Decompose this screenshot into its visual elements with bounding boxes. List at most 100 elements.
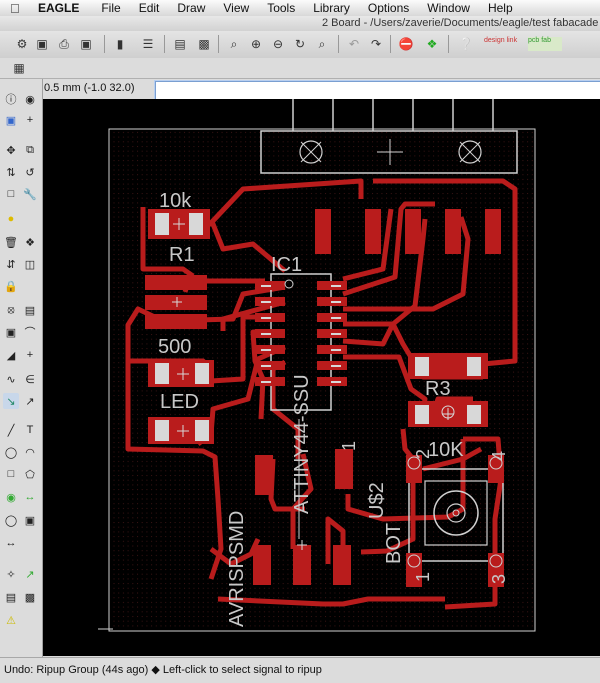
print-icon[interactable]: ⎙ [59,36,69,51]
stop-icon[interactable]: ⛔ [398,37,414,51]
menu-tools[interactable]: Tools [267,1,296,15]
ulp-icon[interactable]: ☰ [142,37,154,51]
avrisp-footprint[interactable] [253,540,351,585]
route-icon[interactable]: ▣ [5,326,17,339]
add-icon[interactable]: ❖ [25,236,35,249]
rotate-icon[interactable]: ↺ [25,166,35,179]
button-footprint[interactable] [406,455,504,587]
text-icon[interactable]: T [26,424,34,436]
r1-value-label: 10k [159,190,192,212]
r3-footprint[interactable] [408,353,488,427]
u2-name-label: U$2 [366,482,388,519]
board-canvas[interactable]: 10k R1 [43,99,600,656]
zoom-select-icon[interactable]: ⌕ [318,36,326,51]
ratsnest-icon[interactable]: ✧ [6,568,16,581]
signal-icon[interactable]: ↔ [24,491,36,503]
schematic-icon[interactable]: ▩ [198,37,210,51]
board-outline [108,128,536,632]
attribute-icon[interactable]: ▣ [24,514,36,527]
ic1-footprint[interactable] [255,273,347,411]
dimension-icon[interactable]: ↔ [5,537,17,549]
group-icon[interactable]: □ [7,188,15,200]
apple-menu-icon[interactable]:  [10,1,26,16]
wire-icon[interactable]: ╱ [7,424,15,437]
paste-icon[interactable]: ● [7,213,15,225]
ic1-value-label: ATTINY44-SSU [291,374,313,514]
info-icon[interactable]: ⓘ [5,94,17,106]
header-pads[interactable] [145,275,207,329]
slice-icon[interactable]: ◢ [6,349,16,362]
open-icon[interactable]: ⚙ [16,37,28,51]
mark-icon[interactable]: + [26,114,34,126]
split-icon[interactable]: ⦻ [7,303,15,316]
menu-help[interactable]: Help [487,1,513,15]
value-icon[interactable]: ∿ [6,373,16,386]
board-drawing[interactable]: 10k R1 [43,99,600,656]
arc-icon[interactable]: ◠ [25,446,35,459]
menu-edit[interactable]: Edit [138,1,160,15]
help-icon[interactable]: ❔ [458,37,474,51]
rect-icon[interactable]: □ [7,468,15,480]
led-footprint[interactable] [148,417,214,444]
led-resistor-value-label: 500 [158,336,191,358]
go-icon[interactable]: ❖ [426,37,438,51]
pcb-fab-logo[interactable]: pcb fab [528,37,562,51]
polygon-icon[interactable]: ⬠ [25,468,35,481]
errors-icon[interactable]: ⚠ [6,614,16,627]
button-value-label: 10K [428,439,464,461]
lock-icon[interactable]: 🔒 [4,280,18,293]
mirror-icon[interactable]: ⇅ [6,166,16,179]
window-title-bar: 2 Board - /Users/zaverie/Documents/eagle… [0,16,600,31]
design-link-logo[interactable]: design link [484,37,518,44]
replace-icon[interactable]: ◫ [24,258,36,271]
grid-icon[interactable]: ▦ [13,61,25,75]
menu-options[interactable]: Options [367,1,410,15]
show-icon[interactable]: ◉ [25,93,35,106]
via-icon[interactable]: ◉ [6,491,16,504]
erc-icon[interactable]: ▤ [5,591,17,604]
avrisp-name-label: AVRISPSMD [226,511,248,627]
led-resistor-footprint[interactable] [148,360,214,387]
smash-icon[interactable]: ∈ [25,373,35,386]
hole-icon[interactable]: ◯ [4,514,18,527]
zoom-out-icon[interactable]: ⊖ [272,37,284,51]
route-manual-icon[interactable]: ↗ [25,395,35,408]
circle-icon[interactable]: ◯ [4,446,18,459]
name-icon[interactable]: + [26,349,34,361]
zoom-fit-icon[interactable]: ⌕ [230,36,238,51]
menu-view[interactable]: View [223,1,250,15]
menu-draw[interactable]: Draw [177,1,206,15]
r1-footprint[interactable] [148,209,210,239]
cam-icon[interactable]: ▣ [80,37,92,51]
menu-file[interactable]: File [101,1,121,15]
copy-icon[interactable]: ⧉ [26,143,34,156]
move-icon[interactable]: ✥ [6,144,16,157]
zoom-in-icon[interactable]: ⊕ [250,37,262,51]
menu-app[interactable]: EAGLE [38,1,80,15]
menu-window[interactable]: Window [427,1,470,15]
command-toolbar: ⓘ ◉ ▣ + ✥ ⧉ ⇅ ↺ □ 🔧 ● 🗑 ❖ ⇵ ◫ 🔒 ⦻ ▤ ▣ ⌒ … [0,79,43,657]
ripup-icon[interactable]: ↘ [3,393,19,409]
window-title: 2 Board - /Users/zaverie/Documents/eagle… [322,17,599,29]
board-icon[interactable]: ▤ [174,37,186,51]
u2-footprint[interactable] [255,419,353,539]
save-icon[interactable]: ▣ [36,37,48,51]
command-line-input[interactable] [155,81,600,100]
display-icon[interactable]: ▣ [5,114,17,127]
undo-icon[interactable]: ↶ [348,37,360,51]
redo-icon[interactable]: ↷ [370,37,382,51]
autorouter-icon[interactable]: ↗ [25,568,35,581]
delete-icon[interactable]: 🗑 [4,236,18,249]
script-icon[interactable]: ▮ [116,37,124,51]
redraw-icon[interactable]: ↻ [294,37,306,51]
optimize-icon[interactable]: ▤ [24,304,36,317]
top-switch-footprint[interactable] [260,99,518,254]
led-name-label: LED [160,391,199,413]
change-icon[interactable]: 🔧 [23,188,37,201]
status-bar: Undo: Ripup Group (44s ago) ◆ Left-click… [0,657,600,683]
pinswap-icon[interactable]: ⇵ [6,258,16,271]
miter-icon[interactable]: ⌒ [24,327,36,339]
button-pin-3-label: 3 [489,574,509,584]
drc-icon[interactable]: ▩ [24,591,36,604]
menu-library[interactable]: Library [313,1,350,15]
